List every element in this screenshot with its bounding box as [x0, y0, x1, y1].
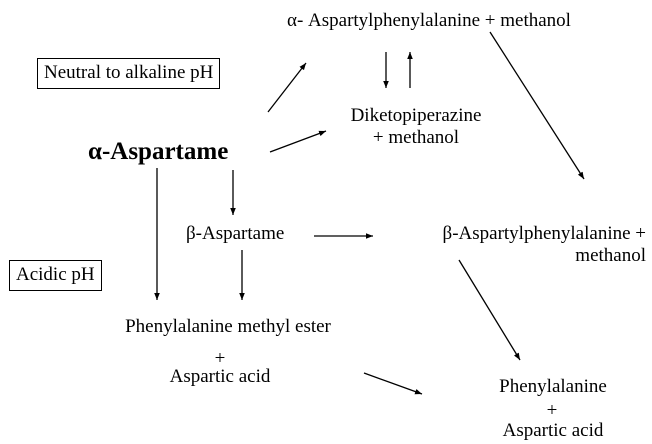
- beta-aspartylphenylalanine-line2: methanol: [575, 245, 646, 266]
- diketopiperazine-label: Diketopiperazine + methanol: [326, 105, 506, 149]
- arrow-aspartame-to-diketopiperazine: [269, 130, 327, 153]
- acidic-condition-box: Acidic pH: [9, 260, 102, 291]
- aspartic-acid-label-2: Aspartic acid: [502, 420, 604, 441]
- acidic-condition-label: Acidic pH: [16, 264, 95, 285]
- beta-aspartylphenylalanine-line1: β-Aspartylphenylalanine +: [442, 223, 646, 244]
- alpha-aspartylphenylalanine-label: α- Aspartylphenylalanine + methanol: [287, 10, 571, 31]
- arrow-ester-to-phenylalanine: [363, 372, 423, 395]
- neutral-alkaline-condition-label: Neutral to alkaline pH: [44, 62, 214, 83]
- beta-aspartame-label: β-Aspartame: [186, 223, 285, 244]
- phenylalanine-methyl-ester-label: Phenylalanine methyl ester: [125, 316, 331, 337]
- neutral-alkaline-condition-box: Neutral to alkaline pH: [37, 58, 221, 89]
- arrow-beta-aspartylphenylalanine-to-phenylalanine: [458, 259, 521, 361]
- aspartic-acid-label-1: Aspartic acid: [169, 366, 271, 387]
- beta-aspartylphenylalanine-label: β-Aspartylphenylalanine + methanol: [380, 223, 646, 267]
- diketopiperazine-line1: Diketopiperazine: [350, 105, 482, 126]
- phenylalanine-plus: +: [546, 400, 558, 421]
- phenylalanine-methyl-ester-plus: +: [214, 348, 226, 369]
- arrow-alpha-to-beta-aspartylphenylalanine: [489, 31, 585, 180]
- alpha-aspartame-label: α-Aspartame: [88, 138, 229, 165]
- diketopiperazine-line2: + methanol: [372, 127, 460, 148]
- arrow-aspartame-to-alpha-aspartylphenylalanine: [267, 62, 307, 113]
- phenylalanine-label: Phenylalanine: [499, 376, 607, 397]
